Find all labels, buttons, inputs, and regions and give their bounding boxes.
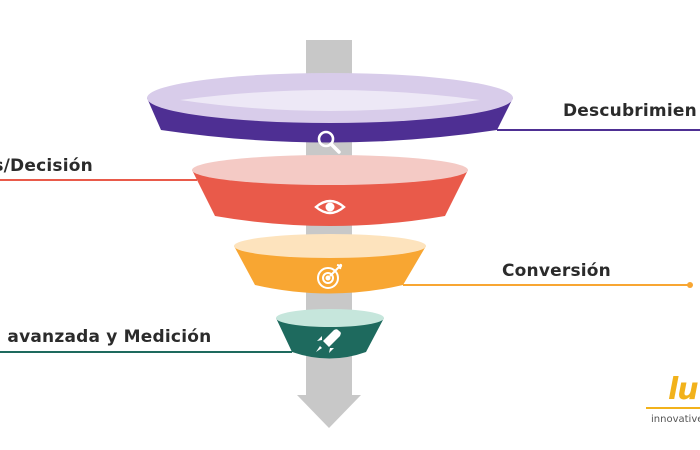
stage-label-analitica: tica avanzada y Medición bbox=[0, 327, 212, 347]
target-icon bbox=[317, 263, 343, 289]
search-icon bbox=[317, 130, 341, 154]
funnel-stage-descubrimiento bbox=[147, 73, 513, 143]
brand-logo-tagline: innovative bbox=[651, 414, 700, 425]
stage-label-interes: rés/Decisión bbox=[0, 156, 93, 176]
arrow-head bbox=[297, 395, 361, 428]
brand-logo-underline bbox=[646, 407, 700, 409]
brand-logo-mark: lu bbox=[668, 372, 699, 407]
funnel-stage-conversion bbox=[234, 234, 426, 294]
stage-label-descubrimiento: Descubrimien bbox=[563, 101, 697, 121]
stage-label-conversion: Conversión bbox=[502, 261, 611, 281]
eye-icon bbox=[314, 199, 346, 215]
rocket-icon bbox=[316, 329, 341, 353]
connector-dot-conversion bbox=[687, 282, 693, 288]
funnel-stage-interes bbox=[192, 155, 468, 226]
